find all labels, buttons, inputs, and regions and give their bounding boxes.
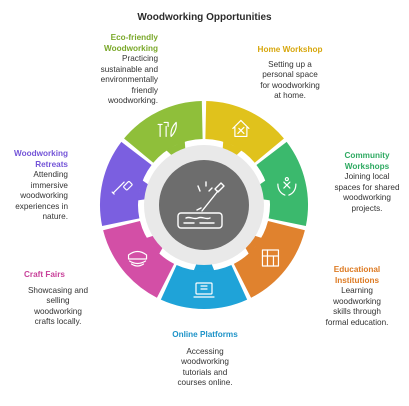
leaf-tools-icon [157,121,177,138]
hands-icon [277,176,297,196]
center-hub [159,160,249,250]
segment-home [205,101,284,163]
building-icon [261,249,280,267]
house-tools-icon [232,119,250,138]
chisel-icon [111,180,133,195]
diagram-title: Woodworking Opportunities [137,12,272,23]
segment-community [256,141,308,227]
segment-tab-educational [244,235,263,255]
segment-eco [124,101,203,163]
segment-online [160,265,248,310]
laptop-icon [193,282,215,298]
home-title: Home Workshop [257,45,323,54]
segment-educational [233,221,305,298]
segment-tab-craft [145,235,164,255]
woodworking-tool-icon [177,181,225,229]
tent-icon [127,250,148,267]
craft-title: Craft Fairs [24,270,65,279]
online-title: Online Platforms [172,330,238,339]
